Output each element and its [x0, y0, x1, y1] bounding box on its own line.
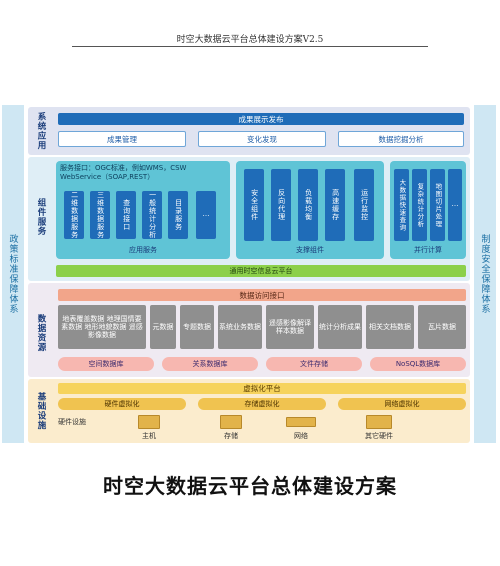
app-item-catalog: 目录服务: [168, 191, 188, 239]
document-title: 时空大数据云平台总体建设方案: [103, 474, 397, 498]
service-interface-note: 服务接口：OGC标准，例如WMS，CSW WebService（SOAP,RES…: [60, 164, 187, 181]
general-platform-bar: 通用时空信息云平台: [56, 265, 466, 277]
security-system-label: 制度安全保障体系: [479, 234, 490, 314]
data-access-interface-banner: 数据访问接口: [58, 289, 466, 301]
data-item-documents: 相关文档数据: [366, 305, 414, 349]
app-services-caption: 应用服务: [129, 246, 157, 254]
data-item-business: 系统业务数据: [218, 305, 262, 349]
app-item-query: 查询接口: [116, 191, 136, 239]
virtualization-platform-banner: 虚拟化平台: [58, 383, 466, 394]
parallel-computing-caption: 并行计算: [414, 246, 442, 254]
other-hardware-icon: [366, 415, 392, 429]
parallel-computing-panel: 大数据快速查询 复杂统计分析 地图切片处理 … 并行计算: [390, 161, 466, 259]
support-item-loadbalance: 负载均衡: [298, 169, 318, 241]
support-item-cache: 高速缓存: [325, 169, 345, 241]
infrastructure-label: 基础设施: [36, 392, 46, 430]
header-divider: [72, 46, 428, 47]
app-services-panel: 服务接口：OGC标准，例如WMS，CSW WebService（SOAP,RES…: [56, 161, 230, 259]
support-components-panel: 安全组件 反向代理 负载均衡 高速缓存 运行监控 支撑组件: [236, 161, 384, 259]
data-item-tiles: 瓦片数据: [418, 305, 466, 349]
network-label: 网络: [294, 432, 308, 440]
infrastructure-layer: 基础设施 虚拟化平台 硬件虚拟化 存储虚拟化 网络虚拟化 硬件设施 主机 存储 …: [28, 379, 470, 443]
security-system-strip: 制度安全保障体系: [474, 105, 496, 443]
data-resources-label: 数据资源: [36, 314, 46, 352]
virt-storage: 存储虚拟化: [198, 398, 326, 410]
data-item-metadata: 元数据: [150, 305, 176, 349]
results-publish-banner: 成果展示发布: [58, 113, 464, 125]
network-switch-icon: [286, 417, 316, 427]
change-detection-box: 变化发现: [198, 131, 326, 147]
host-label: 主机: [142, 432, 156, 440]
storage-device-icon: [220, 415, 242, 429]
system-app-label: 系统应用: [36, 112, 46, 150]
parallel-item-query: 大数据快速查询: [394, 169, 409, 241]
app-item-3d: 三维数据服务: [90, 191, 110, 239]
policy-standards-label: 政策标准保障体系: [7, 234, 18, 314]
storage-label: 存储: [224, 432, 238, 440]
app-item-stats: 一般统计分析: [142, 191, 162, 239]
support-components-caption: 支撑组件: [296, 246, 324, 254]
data-resources-layer: 数据资源 数据访问接口 地表覆盖数据 地理国情要素数据 地形地貌数据 遥感影像数…: [28, 283, 470, 377]
virt-network: 网络虚拟化: [338, 398, 466, 410]
db-file-storage: 文件存储: [266, 357, 362, 371]
document-header: 时空大数据云平台总体建设方案V2.5: [176, 35, 324, 45]
parallel-item-more: …: [448, 169, 462, 241]
results-management-box: 成果管理: [58, 131, 186, 147]
components-label: 组件服务: [36, 198, 46, 236]
db-nosql: NoSQL数据库: [370, 357, 466, 371]
db-spatial: 空间数据库: [58, 357, 154, 371]
parallel-item-tiles: 地图切片处理: [430, 169, 445, 241]
policy-standards-strip: 政策标准保障体系: [2, 105, 24, 443]
components-layer: 组件服务 服务接口：OGC标准，例如WMS，CSW WebService（SOA…: [28, 157, 470, 281]
host-server-icon: [138, 415, 160, 429]
app-item-2d: 二维数据服务: [64, 191, 84, 239]
data-item-thematic: 专题数据: [180, 305, 214, 349]
support-item-security: 安全组件: [244, 169, 264, 241]
parallel-item-stats: 复杂统计分析: [412, 169, 427, 241]
hardware-facilities-label: 硬件设施: [58, 418, 86, 426]
virt-hardware: 硬件虚拟化: [58, 398, 186, 410]
data-item-stat-results: 统计分析成果: [318, 305, 362, 349]
data-item-rs-samples: 遥感影像解译样本数据: [266, 305, 314, 349]
app-item-more: …: [196, 191, 216, 239]
other-hardware-label: 其它硬件: [365, 432, 393, 440]
system-app-layer: 系统应用 成果展示发布 成果管理 变化发现 数据挖掘分析: [28, 107, 470, 155]
support-item-monitor: 运行监控: [354, 169, 374, 241]
data-item-survey: 地表覆盖数据 地理国情要素数据 地形地貌数据 遥感影像数据: [58, 305, 146, 349]
data-mining-box: 数据挖掘分析: [338, 131, 464, 147]
db-relational: 关系数据库: [162, 357, 258, 371]
architecture-diagram: 政策标准保障体系 制度安全保障体系 系统应用 成果展示发布 成果管理 变化发现 …: [0, 105, 500, 445]
support-item-proxy: 反向代理: [271, 169, 291, 241]
